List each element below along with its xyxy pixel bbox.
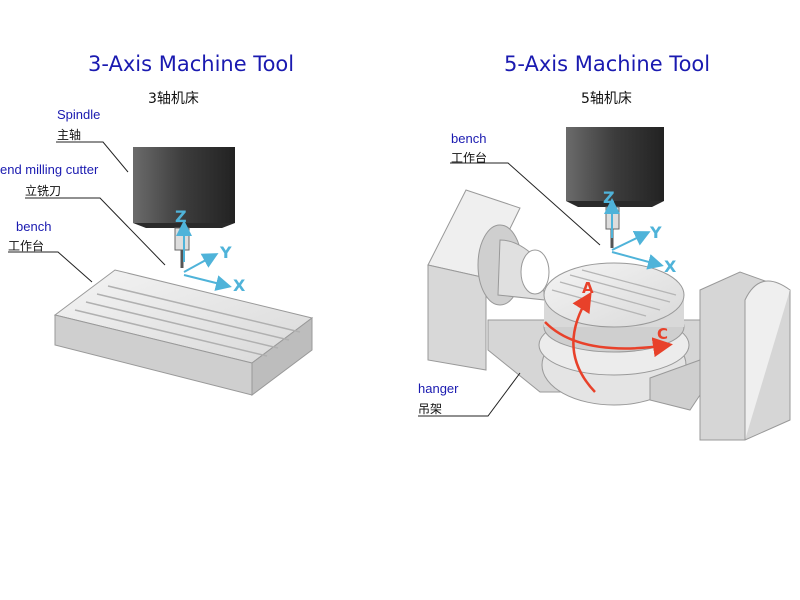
right-left-column <box>427 189 523 371</box>
spindle-label-en: Spindle <box>57 107 101 122</box>
left-bench-label-zh: 工作台 <box>8 239 45 253</box>
left-spindle <box>133 147 235 268</box>
left-bench-label-en: bench <box>16 219 52 234</box>
hanger-leader-line <box>418 372 521 417</box>
right-subtitle: 5轴机床 <box>581 91 632 107</box>
rotation-c-label: C <box>657 325 668 343</box>
right-bench-label-en: bench <box>451 131 487 146</box>
right-axis-z-label: Z <box>603 188 615 207</box>
left-subtitle: 3轴机床 <box>148 91 199 107</box>
cutter-label-zh: 立铣刀 <box>25 184 62 198</box>
left-axes <box>176 220 232 291</box>
right-right-column <box>649 271 791 441</box>
hanger-label-zh: 吊架 <box>418 402 443 416</box>
left-bench <box>53 269 314 396</box>
spindle-label-zh: 主轴 <box>57 128 82 142</box>
right-axis-x-label: X <box>664 257 677 276</box>
right-bench-label-zh: 工作台 <box>451 151 488 165</box>
right-spindle <box>566 127 664 248</box>
left-axis-y-label: Y <box>219 243 232 262</box>
left-title: 3-Axis Machine Tool <box>88 52 295 76</box>
rotation-arrows <box>544 291 673 393</box>
right-axis-y-label: Y <box>649 223 662 242</box>
cutter-leader-line <box>25 197 166 266</box>
spindle-leader-line <box>56 141 129 173</box>
right-title: 5-Axis Machine Tool <box>504 52 711 76</box>
rotation-a-label: A <box>582 279 594 297</box>
left-bench-leader-line <box>8 251 93 283</box>
left-axis-x-label: X <box>233 276 246 295</box>
left-axis-z-label: Z <box>175 207 187 226</box>
right-bench-leader-line <box>450 162 601 246</box>
cutter-label-en: end milling cutter <box>0 162 99 177</box>
hanger-label-en: hanger <box>418 381 459 396</box>
right-axes <box>604 198 664 270</box>
